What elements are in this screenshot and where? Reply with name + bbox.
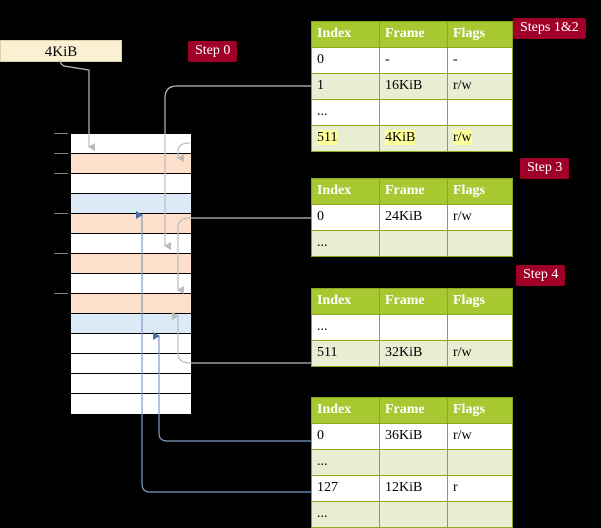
cell-frame: - <box>379 47 448 74</box>
cell-flags: r/w <box>447 73 513 100</box>
mem-block-2 <box>71 174 191 194</box>
mem-block-3 <box>71 194 191 214</box>
table-row[interactable]: ... <box>311 99 513 126</box>
table-row[interactable]: 0-- <box>311 47 513 74</box>
mem-block-13 <box>71 394 191 414</box>
mem-block-8 <box>71 294 191 314</box>
cell-flags <box>447 99 513 126</box>
cell-frame <box>379 449 448 476</box>
cell-flags <box>447 230 513 257</box>
cell-index: 127 <box>311 475 380 502</box>
mem-tick-6 <box>54 253 68 254</box>
mem-tick-4 <box>54 213 68 214</box>
cell-index: ... <box>311 230 380 257</box>
cell-index: 511 <box>311 125 380 152</box>
column-header-flags: Flags <box>447 288 513 315</box>
cell-flags: r <box>447 475 513 502</box>
column-header-frame: Frame <box>379 288 448 315</box>
step-label-steps-1-2: Steps 1&2 <box>513 18 586 39</box>
cell-flags: r/w <box>447 125 513 152</box>
mem-tick-0 <box>54 133 68 134</box>
cell-flags: r/w <box>447 340 513 367</box>
mem-block-10 <box>71 334 191 354</box>
cell-frame <box>379 230 448 257</box>
cell-frame <box>379 99 448 126</box>
cell-frame <box>379 501 448 528</box>
table-row[interactable]: ... <box>311 501 513 528</box>
column-header-flags: Flags <box>447 21 513 48</box>
cell-frame: 24KiB <box>379 204 448 231</box>
cell-flags: r/w <box>447 423 513 450</box>
cell-index: ... <box>311 501 380 528</box>
cell-flags: - <box>447 47 513 74</box>
cell-index: ... <box>311 99 380 126</box>
step-label-step-4: Step 4 <box>516 265 566 286</box>
cell-flags <box>447 449 513 476</box>
mem-tick-8 <box>54 293 68 294</box>
column-header-frame: Frame <box>379 178 448 205</box>
column-header-frame: Frame <box>379 21 448 48</box>
cell-frame: 36KiB <box>379 423 448 450</box>
column-header-index: Index <box>311 21 380 48</box>
table-row[interactable]: ... <box>311 230 513 257</box>
column-header-flags: Flags <box>447 397 513 424</box>
cell-index: 0 <box>311 204 380 231</box>
cell-flags: r/w <box>447 204 513 231</box>
column-header-index: Index <box>311 288 380 315</box>
mem-block-12 <box>71 374 191 394</box>
cell-index: ... <box>311 314 380 341</box>
cell-frame: 4KiB <box>379 125 448 152</box>
step-label-step-3: Step 3 <box>520 158 570 179</box>
step-label-step-0: Step 0 <box>188 41 238 62</box>
page-box-4kib: 4KiB <box>0 40 122 62</box>
cell-index: 0 <box>311 423 380 450</box>
mem-tick-1 <box>54 153 68 154</box>
cell-flags <box>447 501 513 528</box>
mem-block-11 <box>71 354 191 374</box>
column-header-frame: Frame <box>379 397 448 424</box>
table-row[interactable]: ... <box>311 314 513 341</box>
physical-memory-column <box>70 133 191 415</box>
cell-index: 1 <box>311 73 380 100</box>
mem-block-7 <box>71 274 191 294</box>
table-row[interactable]: ... <box>311 449 513 476</box>
cell-index: 511 <box>311 340 380 367</box>
cell-frame: 32KiB <box>379 340 448 367</box>
cell-flags <box>447 314 513 341</box>
column-header-flags: Flags <box>447 178 513 205</box>
cell-frame <box>379 314 448 341</box>
mem-block-1 <box>71 154 191 174</box>
cell-frame: 16KiB <box>379 73 448 100</box>
mem-block-9 <box>71 314 191 334</box>
column-header-index: Index <box>311 397 380 424</box>
mem-tick-2 <box>54 173 68 174</box>
cell-frame: 12KiB <box>379 475 448 502</box>
cell-index: 0 <box>311 47 380 74</box>
mem-block-6 <box>71 254 191 274</box>
cell-index: ... <box>311 449 380 476</box>
mem-block-5 <box>71 234 191 254</box>
mem-block-4 <box>71 214 191 234</box>
column-header-index: Index <box>311 178 380 205</box>
mem-block-0 <box>71 134 191 154</box>
